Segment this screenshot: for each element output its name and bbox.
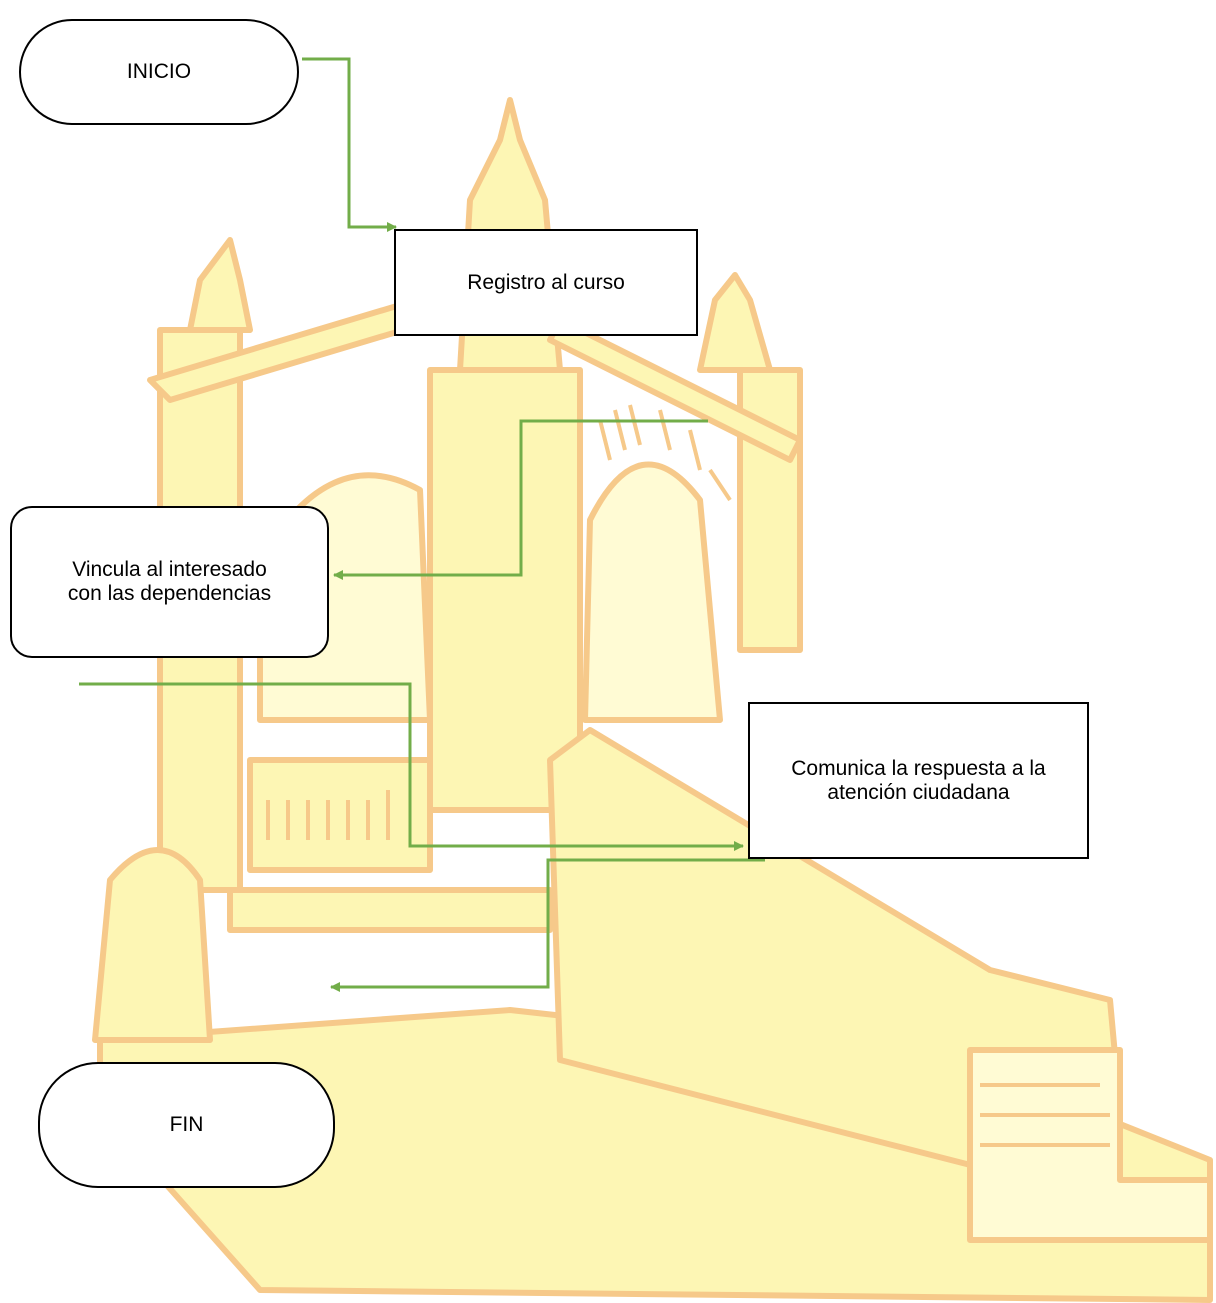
comunica-process-box: Comunica la respuesta a la atención ciud…: [748, 702, 1089, 859]
connector-vincula-to-comunica: [79, 682, 744, 851]
connector-registro-to-vincula: [333, 419, 708, 580]
connector-inicio-to-registro: [302, 57, 397, 232]
registro-label: Registro al curso: [467, 270, 625, 294]
comunica-label: Comunica la respuesta a la atención ciud…: [791, 756, 1046, 804]
start-node-label: INICIO: [126, 60, 192, 83]
vincula-process-box: Vincula al interesado con las dependenci…: [10, 506, 329, 658]
end-node: FIN: [38, 1062, 335, 1188]
vincula-label: Vincula al interesado con las dependenci…: [67, 558, 272, 605]
start-node: INICIO: [19, 19, 299, 125]
connector-comunica-to-fin: [330, 858, 765, 992]
end-node-label: FIN: [169, 1113, 204, 1136]
registro-process-box: Registro al curso: [394, 229, 698, 336]
